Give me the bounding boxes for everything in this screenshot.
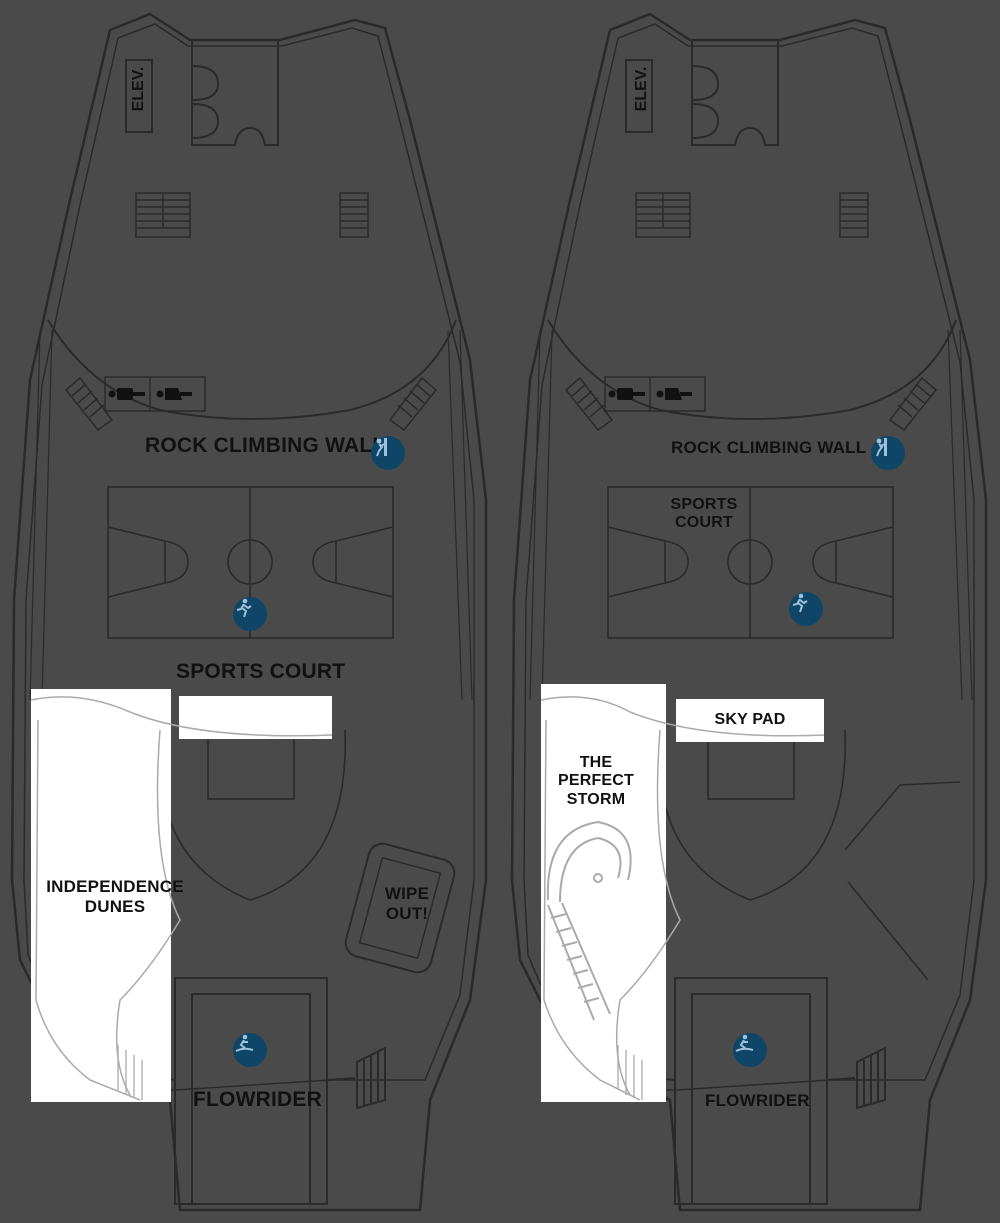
perfect-storm-line2: PERFECT: [557, 772, 635, 790]
surfer-icon[interactable]: [733, 1033, 767, 1067]
right-flowrider-label: FLOWRIDER: [705, 1091, 810, 1110]
wipeout-label[interactable]: WIPE OUT!: [378, 884, 436, 923]
climbing-icon[interactable]: [371, 436, 405, 470]
right-deck-drawing: [510, 12, 988, 1212]
left-rock-climbing-label: ROCK CLIMBING WALL: [145, 434, 386, 457]
left-elevator-label: ELEV.: [130, 66, 147, 112]
independence-dunes-line1: INDEPENDENCE: [46, 877, 184, 896]
running-icon[interactable]: [789, 592, 823, 626]
left-flowrider-label: FLOWRIDER: [193, 1088, 322, 1111]
left-deck-drawing: [10, 12, 488, 1212]
perfect-storm-highlight[interactable]: [541, 684, 666, 1102]
right-sports-court-line1: SPORTS: [670, 496, 738, 513]
climbing-icon[interactable]: [871, 436, 905, 470]
sky-pad-label[interactable]: SKY PAD: [714, 711, 786, 728]
running-icon[interactable]: [233, 597, 267, 631]
left-sports-court-label: SPORTS COURT: [176, 660, 346, 683]
perfect-storm-line3: STORM: [566, 790, 626, 808]
wipeout-line1: WIPE: [384, 884, 430, 903]
independence-dunes-line2: DUNES: [84, 896, 146, 916]
perfect-storm-slide: [546, 820, 632, 1021]
wipeout-line2: OUT!: [385, 903, 429, 923]
right-sports-court-label: SPORTS COURT: [664, 496, 744, 533]
right-elevator-label: ELEV.: [633, 66, 650, 112]
perfect-storm-line1: THE: [579, 754, 613, 771]
right-rock-climbing-label: ROCK CLIMBING WALL: [671, 438, 867, 457]
surfer-icon[interactable]: [233, 1033, 267, 1067]
wipeout-pad: [344, 842, 456, 974]
left-sky-pad-highlight[interactable]: [179, 696, 332, 739]
perfect-storm-label[interactable]: THE PERFECT STORM: [551, 754, 641, 809]
independence-dunes-label[interactable]: INDEPENDENCE DUNES: [44, 877, 186, 916]
right-sports-court-line2: COURT: [675, 514, 733, 532]
independence-dunes-highlight[interactable]: [31, 689, 171, 1102]
